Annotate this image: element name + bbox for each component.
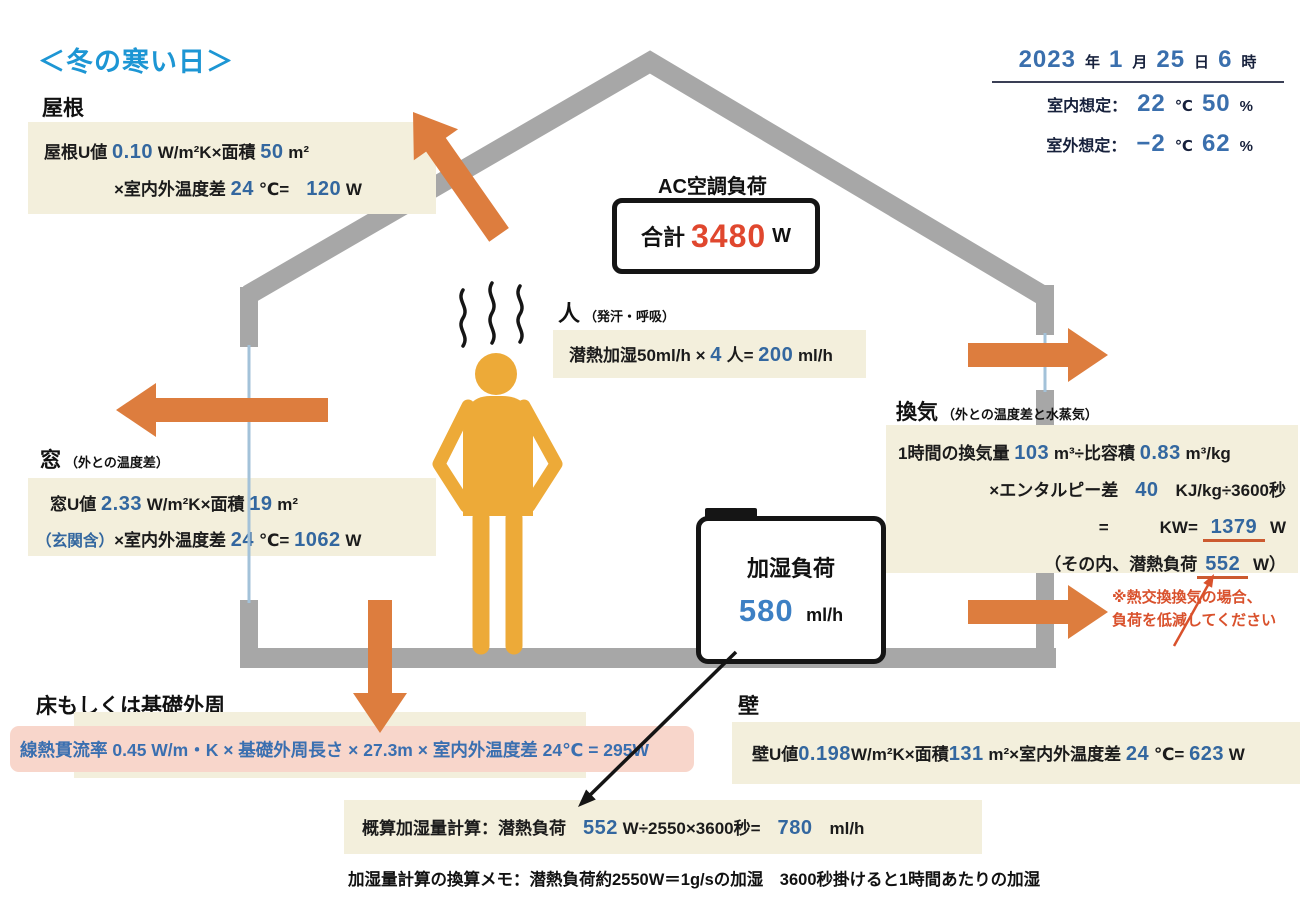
heat-exchange-note-line2: 負荷を低減してください xyxy=(1112,612,1277,630)
window-heading: 窓 （外との温度差） xyxy=(40,444,169,474)
ac-total-box: 合計 3480 W xyxy=(612,198,820,274)
wall-formula-line: 壁U値0.198W/m²K×面積131 m²×室内外温度差 24 ℃= 623 … xyxy=(752,743,1245,765)
roof-formula-line2: ×室内外温度差 24 ℃= 120 W xyxy=(114,178,362,201)
person-heading-text: 人 xyxy=(558,301,581,326)
roof-heading: 屋根 xyxy=(42,97,84,120)
ac-load-heading: AC空調負荷 xyxy=(658,176,767,198)
humidifier-heading: 加湿負荷 xyxy=(746,556,835,581)
window-formula-line2: （玄関含）×室内外温度差 24 ℃= 1062 W xyxy=(36,529,362,552)
floor-line xyxy=(240,648,1056,668)
roof-formula-line1: 屋根U値 0.10 W/m²K×面積 50 m² xyxy=(44,141,310,163)
wall-heading: 壁 xyxy=(738,695,759,718)
page-title: ＜冬の寒い日＞ xyxy=(38,47,234,77)
window-formula-line1: 窓U値 2.33 W/m²K×面積 19 m² xyxy=(50,493,299,515)
humidifier-value: 580 xyxy=(738,593,794,628)
window-formula-box: 窓U値 2.33 W/m²K×面積 19 m² （玄関含）×室内外温度差 24 … xyxy=(28,478,436,556)
humidification-calc-line: 概算加湿量計算：潜熱負荷 552 W÷2550×3600秒= 780 ml/h xyxy=(362,817,865,839)
vent-formula-box: 1時間の換気量 103 m³÷比容積 0.83 m³/kg ×エンタルピー差 4… xyxy=(886,425,1298,580)
conversion-memo: 加湿量計算の換算メモ：潜熱負荷約2550W＝1g/sの加湿 3600秒掛けると1… xyxy=(348,871,1041,889)
window-heading-sub: （外との温度差） xyxy=(65,455,169,470)
vent-heading: 換気 （外との温度差と水蒸気） xyxy=(896,396,1098,426)
heat-exchange-note: ※熱交換換気の場合、 負荷を低減してください xyxy=(1112,586,1276,633)
wall-formula-box: 壁U値0.198W/m²K×面積131 m²×室内外温度差 24 ℃= 623 … xyxy=(732,722,1300,784)
humidification-calc-box: 概算加湿量計算：潜熱負荷 552 W÷2550×3600秒= 780 ml/h xyxy=(344,800,982,854)
person-formula-box: 潜熱加湿50ml/h × 4 人= 200 ml/h xyxy=(553,330,866,378)
floor-formula-box: 線熱貫流率 0.45 W/m・K × 基礎外周長さ × 27.3m × 室内外温… xyxy=(10,726,694,772)
person-formula-line: 潜熱加湿50ml/h × 4 人= 200 ml/h xyxy=(569,344,833,366)
roof-formula-box: 屋根U値 0.10 W/m²K×面積 50 m² ×室内外温度差 24 ℃= 1… xyxy=(28,122,436,214)
humidifier-value-row: 580 ml/h xyxy=(739,593,843,629)
vent-formula-line3: = KW= 1379 W xyxy=(898,509,1286,546)
window-heading-text: 窓 xyxy=(40,449,61,472)
left-wall-upper xyxy=(240,287,258,347)
vent-heading-text: 換気 xyxy=(896,401,938,424)
vent-formula-line1: 1時間の換気量 103 m³÷比容積 0.83 m³/kg xyxy=(898,442,1231,464)
right-wall-upper xyxy=(1036,285,1054,335)
humidifier-unit: ml/h xyxy=(806,605,844,625)
ac-total-unit: W xyxy=(772,224,792,247)
person-heading-sub: （発汗・呼吸） xyxy=(584,309,676,324)
vent-formula-line2: ×エンタルピー差 40 KJ/kg÷3600秒 xyxy=(989,479,1286,502)
humidifier-tab xyxy=(705,508,757,519)
roof-line xyxy=(242,50,1048,304)
heat-exchange-note-line1: ※熱交換換気の場合、 xyxy=(1112,589,1262,606)
person-heading: 人（発汗・呼吸） xyxy=(558,296,675,328)
humidifier-load-box: 加湿負荷 580 ml/h xyxy=(696,516,886,664)
ac-total-value: 3480 xyxy=(690,217,767,254)
left-wall-lower xyxy=(240,600,258,660)
ac-total-label: 合計 xyxy=(640,225,685,250)
vent-heading-sub: （外との温度差と水蒸気） xyxy=(942,407,1098,422)
